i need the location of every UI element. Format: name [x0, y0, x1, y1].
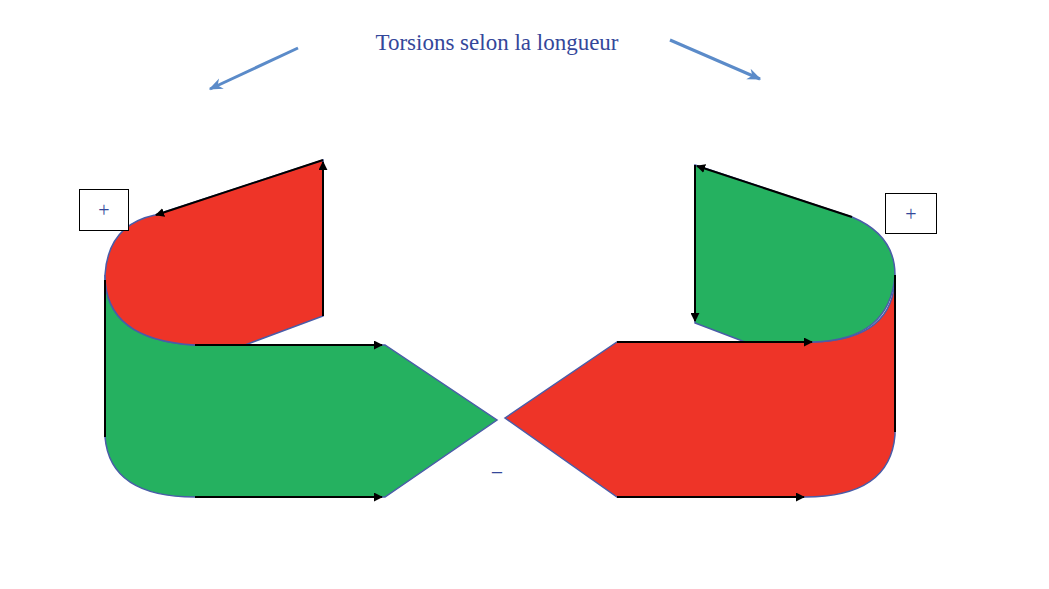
- strip-green-face: [695, 165, 895, 342]
- edge-line: [894, 275, 896, 432]
- pointer-arrow: [670, 40, 760, 79]
- direction-arrow: [617, 341, 812, 343]
- diagram-title: Torsions selon la longueur: [375, 30, 618, 56]
- sign-label: −: [491, 460, 503, 486]
- sign-box: +: [885, 193, 937, 234]
- direction-arrow: [697, 166, 852, 217]
- strip-red-face: [105, 160, 323, 345]
- direction-arrow: [156, 160, 323, 215]
- edge-line: [104, 280, 106, 437]
- direction-arrow: [195, 496, 382, 498]
- sign-text: +: [98, 200, 109, 220]
- sign-box: +: [79, 189, 129, 231]
- direction-arrow: [617, 496, 804, 498]
- direction-arrow: [694, 165, 696, 321]
- direction-arrow: [195, 344, 382, 346]
- direction-arrow: [322, 162, 324, 316]
- pointer-arrow: [210, 48, 298, 89]
- sign-text: +: [905, 204, 916, 224]
